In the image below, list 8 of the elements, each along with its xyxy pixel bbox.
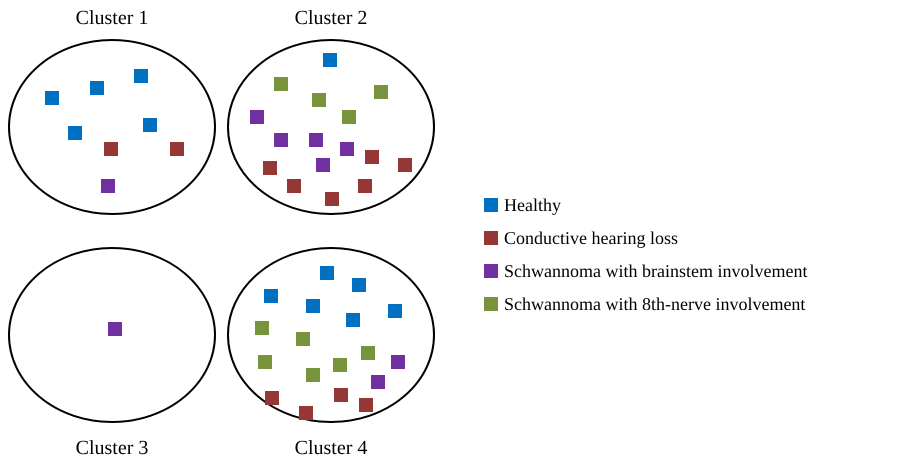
cluster-title: Cluster 2 — [294, 6, 368, 30]
cluster-title: Cluster 3 — [74, 436, 150, 460]
legend-label: Schwannoma with brainstem involvement — [504, 260, 808, 282]
cluster-title: Cluster 4 — [294, 436, 368, 460]
legend-label: Healthy — [504, 194, 561, 216]
cluster-title: Cluster 1 — [74, 6, 150, 30]
legend-label: Conductive hearing loss — [504, 227, 678, 249]
legend-label: Schwannoma with 8th-nerve involvement — [504, 293, 806, 315]
